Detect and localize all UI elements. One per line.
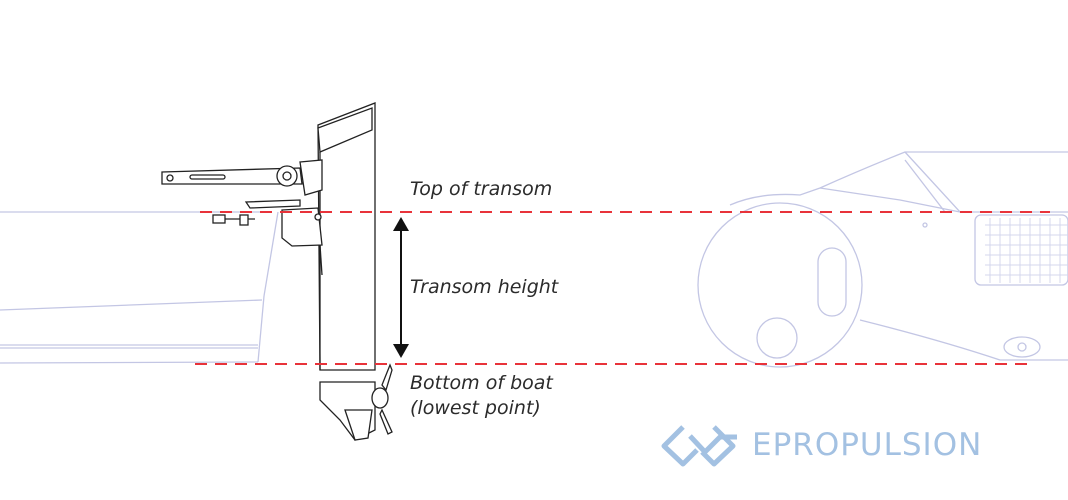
boat-hull-left xyxy=(0,211,279,364)
bottom-of-boat-label: Bottom of boat xyxy=(410,372,553,394)
grille xyxy=(985,218,1068,283)
lowest-point-label: (lowest point) xyxy=(410,397,541,419)
transom-height-arrow xyxy=(393,217,409,358)
boat-right xyxy=(697,151,1068,368)
top-of-transom-label: Top of transom xyxy=(410,178,553,200)
epropulsion-logo-icon xyxy=(661,425,737,467)
brand-logo-text: EPROPULSION xyxy=(752,427,983,463)
transom-height-label: Transom height xyxy=(410,276,559,298)
outboard-motor xyxy=(161,102,393,441)
